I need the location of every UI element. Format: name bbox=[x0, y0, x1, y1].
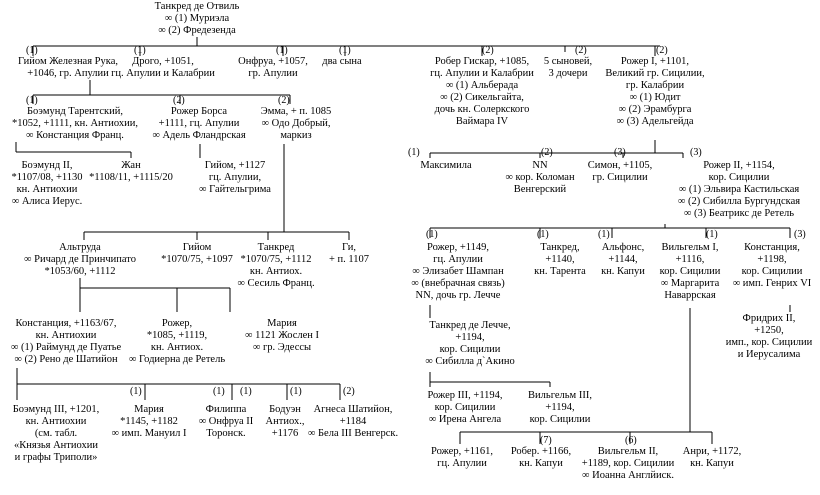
person-maksimila: Максимила bbox=[420, 160, 472, 171]
marriage-label: (1) bbox=[408, 147, 420, 158]
marriage-label: (2) bbox=[482, 45, 494, 56]
person-zhan: Жан *1108/11, +1115/20 bbox=[89, 160, 173, 183]
marriage-label: (1) bbox=[130, 386, 142, 397]
person-alfons: Альфонс, +1144, кн. Капуи bbox=[601, 242, 645, 277]
marriage-label: (1) bbox=[276, 45, 288, 56]
person-gijom-iron-arm: Гийом Железная Рука, +1046, гр. Апулии bbox=[18, 56, 118, 79]
person-rozher-antioch: Рожер, *1085, +1119, кн. Антиох. ∞ Годие… bbox=[128, 318, 226, 365]
marriage-label: (1) bbox=[598, 229, 610, 240]
person-gi: Ги, + п. 1107 bbox=[328, 242, 370, 265]
person-tankred: Танкред *1070/75, +1112 кн. Антиох. ∞ Се… bbox=[237, 242, 315, 289]
person-tankred-de-lechche: Танкред де Лечче, +1194, кор. Сицилии ∞ … bbox=[425, 320, 515, 367]
person-rozher-1161: Рожер, +1161, гц. Апулии bbox=[430, 446, 494, 469]
person-maria-a: Мария ∞ 1121 Жослен I ∞ гр. Эдессы bbox=[244, 318, 320, 353]
person-emma: Эмма, + п. 1085 ∞ Одо Добрый, маркиз bbox=[260, 106, 332, 141]
marriage-label: (2) bbox=[278, 95, 290, 106]
person-rober-giskar: Робер Гискар, +1085, гц. Апулии и Калабр… bbox=[430, 56, 534, 127]
marriage-label: (7) bbox=[540, 435, 552, 446]
person-gijom-b: Гийом *1070/75, +1097 bbox=[161, 242, 233, 265]
marriage-label: (1) bbox=[240, 386, 252, 397]
marriage-label: (1) bbox=[26, 45, 38, 56]
person-boemund-tarentsky: Боэмунд Тарентский, *1052, +1111, кн. Ан… bbox=[12, 106, 138, 141]
marriage-label: (1) bbox=[706, 229, 718, 240]
person-rober-1166: Робер. +1166, кн. Капуи bbox=[510, 446, 572, 469]
person-fridrih-2: Фридрих II, +1250, имп., кор. Сицилии и … bbox=[725, 313, 813, 360]
marriage-label: (2) bbox=[173, 95, 185, 106]
person-boemund-3: Боэмунд III, +1201, кн. Антиохии (см. та… bbox=[12, 404, 100, 463]
person-boemund-2: Боэмунд II, *1107/08, +1130 кн. Антиохии… bbox=[11, 160, 83, 207]
marriage-label: (1) bbox=[290, 386, 302, 397]
person-rozher-borsa: Рожер Борса +1111, гц. Апулии ∞ Адель Фл… bbox=[152, 106, 246, 141]
person-konstancia-sicily: Констанция, +1198, кор. Сицилии ∞ имп. Г… bbox=[732, 242, 812, 289]
person-rozher-3: Рожер III, +1194, кор. Сицилии ∞ Ирена А… bbox=[427, 390, 503, 425]
person-onfrua: Онфруа, +1057, гр. Апулии bbox=[238, 56, 308, 79]
person-gijom-apulia: Гийом, +1127 гц. Апулии, ∞ Гайтельгрима bbox=[199, 160, 271, 195]
person-rozher-2: Рожер II, +1154, кор. Сицилии ∞ (1) Эльв… bbox=[677, 160, 801, 219]
person-boduen: Бодуэн Антиох., +1176 bbox=[265, 404, 305, 439]
person-five-sons: 5 сыновей, 3 дочери bbox=[543, 56, 593, 79]
marriage-label: (3) bbox=[690, 147, 702, 158]
marriage-label: (2) bbox=[575, 45, 587, 56]
marriage-label: (3) bbox=[614, 147, 626, 158]
person-drogo: Дрого, +1051, гц. Апулии и Калабрии bbox=[111, 56, 215, 79]
person-agnessa: Агнеса Шатийон, +1184 ∞ Бела III Венгерс… bbox=[307, 404, 399, 439]
marriage-label: (3) bbox=[794, 229, 806, 240]
person-vilgelm-2: Вильгельм II, +1189, кор. Сицилии ∞ Иоан… bbox=[581, 446, 675, 481]
marriage-label: (1) bbox=[134, 45, 146, 56]
marriage-label: (6) bbox=[625, 435, 637, 446]
person-two-sons: два сына bbox=[322, 56, 362, 67]
person-filippa: Филиппа ∞ Онфруа II Торонск. bbox=[198, 404, 254, 439]
person-rozher-1149: Рожер, +1149, гц. Апулии ∞ Элизабет Шамп… bbox=[411, 242, 505, 301]
person-tankred-tarent: Танкред, +1140, кн. Тарента bbox=[534, 242, 586, 277]
person-vilgelm-3: Вильгельм III, +1194, кор. Сицилии bbox=[528, 390, 592, 425]
person-altruda: Альтруда ∞ Ричард де Принчипато *1053/60… bbox=[24, 242, 136, 277]
person-anri: Анри, +1172, кн. Капуи bbox=[682, 446, 742, 469]
marriage-label: (2) bbox=[343, 386, 355, 397]
person-rozher-1: Рожер I, +1101, Великий гр. Сицилии, гр.… bbox=[605, 56, 705, 127]
marriage-label: (2) bbox=[541, 147, 553, 158]
person-tankred-de-hauteville: Танкред де Отвиль ∞ (1) Муриэла ∞ (2) Фр… bbox=[154, 1, 240, 36]
marriage-label: (1) bbox=[339, 45, 351, 56]
person-maria-b: Мария *1145, +1182 ∞ имп. Мануил I bbox=[111, 404, 187, 439]
marriage-label: (1) bbox=[537, 229, 549, 240]
marriage-label: (1) bbox=[426, 229, 438, 240]
marriage-label: (1) bbox=[26, 95, 38, 106]
marriage-label: (1) bbox=[213, 386, 225, 397]
person-simon: Симон, +1105, гр. Сицилии bbox=[587, 160, 653, 183]
person-nn: NN ∞ кор. Коломан Венгерский bbox=[505, 160, 575, 195]
person-vilgelm-1: Вильгельм I, +1116, кор. Сицилии ∞ Марга… bbox=[659, 242, 721, 301]
person-konstancia-antiochia: Констанция, +1163/67, кн. Антиохии ∞ (1)… bbox=[10, 318, 122, 365]
marriage-label: (2) bbox=[656, 45, 668, 56]
